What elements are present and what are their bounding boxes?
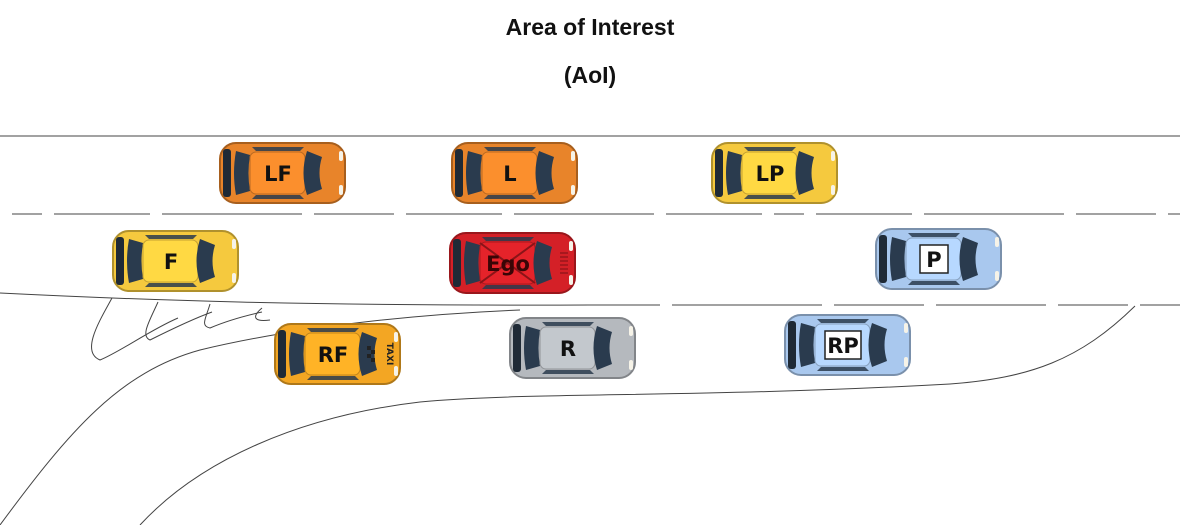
rear-window: [890, 237, 906, 281]
taxi-sign: TAXI: [384, 343, 394, 366]
label-box: [919, 244, 949, 274]
windshield: [535, 151, 554, 195]
windshield: [868, 323, 887, 367]
headlight: [339, 185, 343, 195]
ramp-curve-3: [204, 303, 263, 329]
ramp-curve-4: [255, 307, 271, 321]
merge-edge: [0, 292, 591, 306]
side-window-bottom: [482, 285, 534, 289]
headlight: [629, 360, 633, 370]
vehicle-label: L: [503, 162, 516, 186]
rear-window: [799, 323, 815, 367]
headlight: [904, 357, 908, 367]
vehicle-lf: LF: [219, 142, 346, 204]
side-window-bottom: [484, 195, 536, 199]
windshield: [593, 326, 612, 370]
label-box: [824, 330, 862, 360]
side-window-bottom: [542, 370, 594, 374]
vehicle-ego: Ego: [449, 232, 576, 294]
rear-window: [726, 151, 742, 195]
side-window-top: [252, 147, 304, 151]
vehicle-label: LP: [756, 162, 785, 186]
side-window-bottom: [908, 281, 960, 285]
side-window-bottom: [744, 195, 796, 199]
rear-bumper: [455, 149, 463, 197]
checker-square: [371, 358, 375, 362]
ramp-outer-edge: [0, 309, 521, 525]
rear-bumper: [116, 237, 124, 285]
exit-lane-edge: [139, 305, 1136, 525]
checker-square: [367, 354, 371, 358]
headlight: [995, 271, 999, 281]
headlight: [629, 326, 633, 336]
vehicle-lp: LP: [711, 142, 838, 204]
rear-bumper: [788, 321, 796, 369]
vehicle-label: F: [164, 250, 178, 274]
rear-bumper: [453, 239, 461, 287]
headlight: [995, 237, 999, 247]
vehicle-rp: RP: [784, 314, 911, 376]
side-window-top: [307, 328, 359, 332]
headlight: [831, 185, 835, 195]
vehicle-label: P: [926, 248, 941, 272]
vehicle-label: RF: [318, 343, 349, 367]
side-window-bottom: [145, 283, 197, 287]
windshield: [959, 237, 978, 281]
vehicle-p: P: [875, 228, 1002, 290]
road-lines: [0, 135, 1180, 525]
side-window-bottom: [817, 367, 869, 371]
headlight: [569, 241, 573, 251]
diagram-subtitle: (AoI): [563, 62, 617, 88]
side-window-bottom: [252, 195, 304, 199]
rear-window: [234, 151, 250, 195]
windshield: [795, 151, 814, 195]
rear-window: [524, 326, 540, 370]
vehicle-r: R: [509, 317, 636, 379]
vehicle-l: L: [451, 142, 578, 204]
headlight: [394, 366, 398, 376]
rear-window: [464, 241, 480, 285]
headlight: [232, 239, 236, 249]
windshield: [533, 241, 552, 285]
headlight: [831, 151, 835, 161]
rear-bumper: [879, 235, 887, 283]
rear-window: [466, 151, 482, 195]
side-window-top: [542, 322, 594, 326]
headlight: [339, 151, 343, 161]
headlight: [571, 185, 575, 195]
ramp-curve-2: [145, 301, 213, 341]
vehicle-label: RP: [827, 334, 859, 358]
checker-square: [367, 346, 371, 350]
headlight: [569, 275, 573, 285]
rear-bumper: [513, 324, 521, 372]
side-window-bottom: [307, 376, 359, 380]
rear-window: [127, 239, 143, 283]
ramp-curve-1: [91, 297, 179, 361]
side-window-top: [817, 319, 869, 323]
rear-bumper: [715, 149, 723, 197]
vehicle-rf: TAXI RF: [274, 323, 401, 385]
windshield: [196, 239, 215, 283]
side-window-top: [908, 233, 960, 237]
side-window-top: [145, 235, 197, 239]
headlight: [571, 151, 575, 161]
side-window-top: [744, 147, 796, 151]
vehicle-label: LF: [264, 162, 292, 186]
checker-square: [371, 350, 375, 354]
headlight: [904, 323, 908, 333]
side-window-top: [482, 237, 534, 241]
rear-bumper: [278, 330, 286, 378]
headlight: [394, 332, 398, 342]
diagram-title: Area of Interest: [505, 14, 675, 40]
vehicle-label: Ego: [486, 252, 530, 276]
rear-window: [289, 332, 305, 376]
side-window-top: [484, 147, 536, 151]
roof-mark: [479, 242, 536, 284]
headlight: [232, 273, 236, 283]
vehicle-f: F: [112, 230, 239, 292]
windshield: [303, 151, 322, 195]
rear-bumper: [223, 149, 231, 197]
vehicle-label: R: [560, 337, 576, 361]
